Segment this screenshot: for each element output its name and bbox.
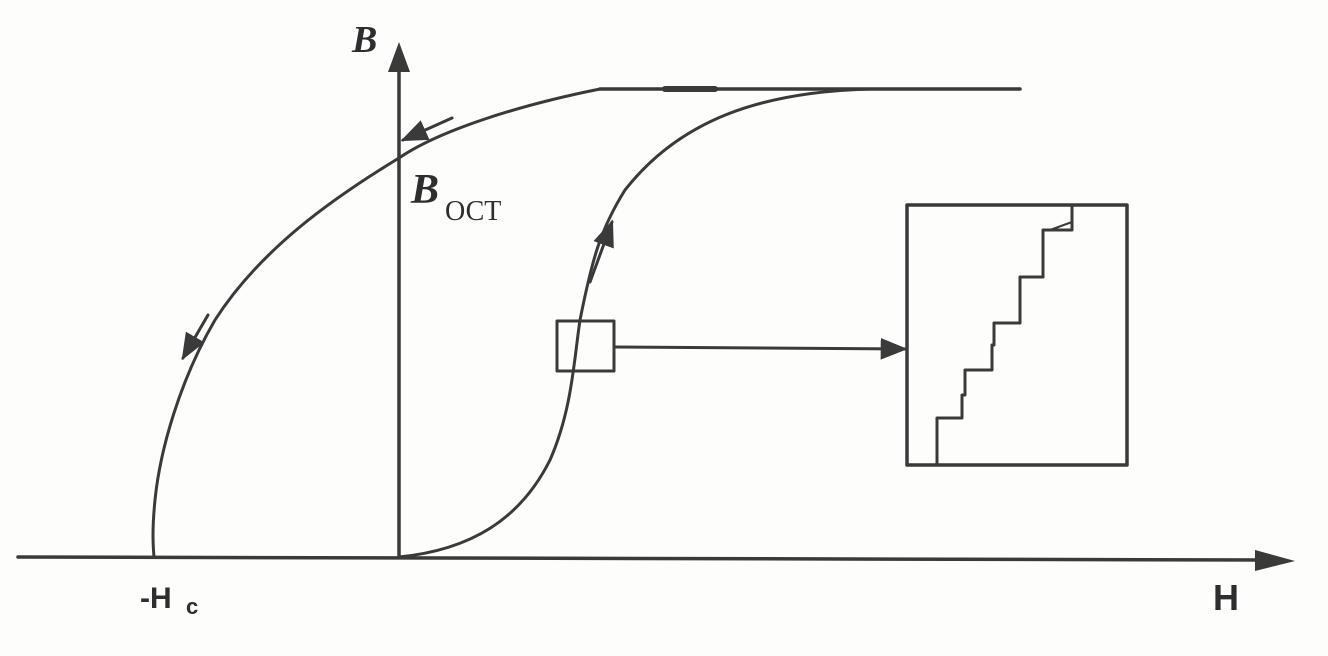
- remanence-label-main: B: [410, 167, 439, 213]
- barkhausen-staircase: [935, 203, 1074, 467]
- arrow-icon-descending-left: [181, 313, 210, 361]
- coercive-label-main: -H: [140, 582, 172, 615]
- coercive-label: -H c: [140, 582, 198, 619]
- arrow-icon-to-inset: [612, 338, 908, 360]
- arrow-icon-ascending: [588, 219, 614, 284]
- b-axis: [388, 42, 410, 559]
- descending-branch-curve: [151, 87, 602, 559]
- remanence-label-subscript: ОСТ: [445, 196, 501, 227]
- h-axis-arrowhead-icon: [1255, 550, 1295, 571]
- coercive-label-subscript: c: [186, 594, 198, 619]
- h-axis: [16, 550, 1295, 571]
- ascending-branch-curve: [397, 87, 1022, 559]
- b-axis-arrowhead-icon: [388, 42, 410, 72]
- b-axis-label: B: [351, 19, 377, 61]
- remanence-label: B ОСТ: [410, 167, 501, 227]
- inset-panel: [905, 203, 1129, 467]
- arrow-icon-descending-top: [400, 116, 454, 142]
- h-axis-label: H: [1213, 577, 1239, 618]
- zoom-region-box: [555, 319, 616, 373]
